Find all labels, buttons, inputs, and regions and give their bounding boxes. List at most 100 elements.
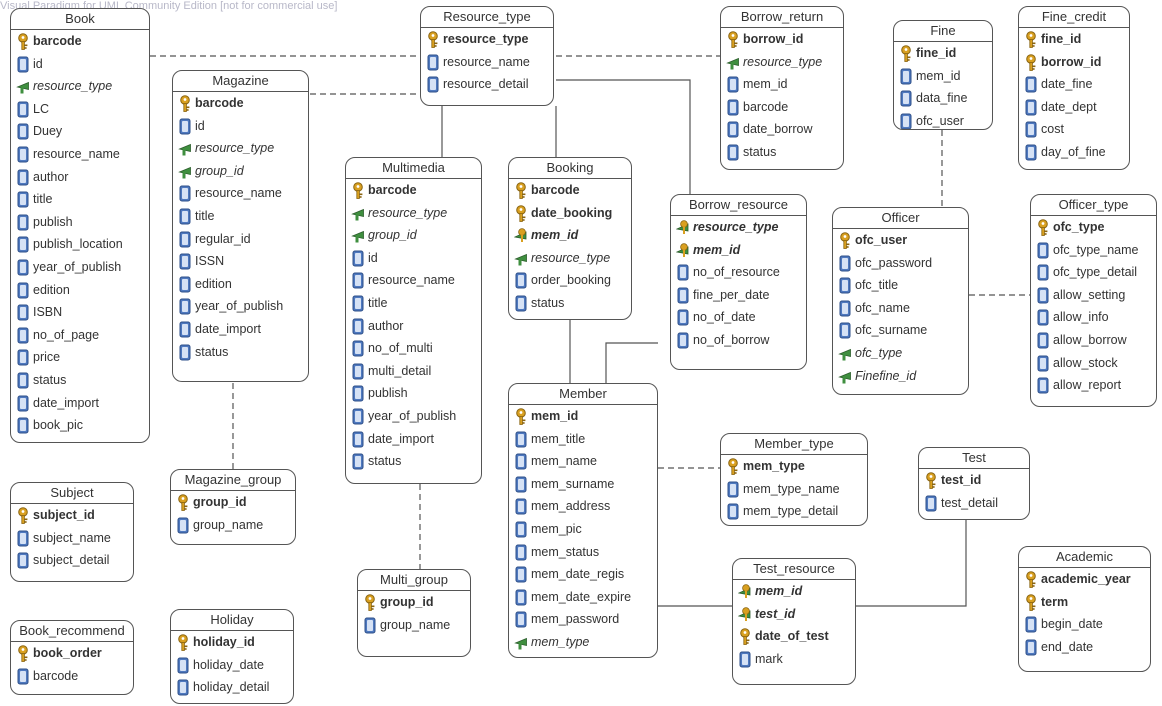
entity-attribute[interactable]: publish: [346, 382, 481, 405]
entity-attribute[interactable]: allow_stock: [1031, 352, 1156, 375]
entity-attribute[interactable]: book_order: [11, 642, 133, 665]
entity-attribute[interactable]: barcode: [11, 665, 133, 688]
entity-attribute[interactable]: ofc_password: [833, 252, 968, 275]
entity-attribute[interactable]: book_pic: [11, 414, 149, 437]
entity-attribute[interactable]: subject_name: [11, 527, 133, 550]
entity-attribute[interactable]: no_of_multi: [346, 337, 481, 360]
entity-attribute[interactable]: resource_name: [346, 269, 481, 292]
entity-attribute[interactable]: year_of_publish: [346, 405, 481, 428]
entity-attribute[interactable]: regular_id: [173, 228, 308, 251]
entity-attribute[interactable]: ofc_type_name: [1031, 239, 1156, 262]
entity-attribute[interactable]: title: [11, 188, 149, 211]
entity-attribute[interactable]: allow_borrow: [1031, 329, 1156, 352]
entity-attribute[interactable]: data_fine: [894, 87, 992, 110]
entity-attribute[interactable]: publish: [11, 211, 149, 234]
entity-attribute[interactable]: holiday_detail: [171, 676, 293, 699]
entity-attribute[interactable]: group_id: [358, 591, 470, 614]
entity-attribute[interactable]: ofc_type: [833, 342, 968, 365]
entity-attribute[interactable]: title: [173, 205, 308, 228]
entity-attribute[interactable]: barcode: [721, 96, 843, 119]
entity-attribute[interactable]: borrow_id: [721, 28, 843, 51]
entity-attribute[interactable]: mem_type_detail: [721, 500, 867, 523]
entity-attribute[interactable]: resource_name: [173, 182, 308, 205]
entity-attribute[interactable]: mem_title: [509, 428, 657, 451]
entity-attribute[interactable]: mem_id: [733, 580, 855, 603]
entity-attribute[interactable]: subject_id: [11, 504, 133, 527]
entity-attribute[interactable]: group_id: [173, 160, 308, 183]
entity-attribute[interactable]: mem_surname: [509, 473, 657, 496]
entity-attribute[interactable]: group_name: [358, 614, 470, 637]
entity-attribute[interactable]: allow_info: [1031, 306, 1156, 329]
entity-attribute[interactable]: cost: [1019, 118, 1129, 141]
entity-attribute[interactable]: mem_id: [509, 405, 657, 428]
entity-attribute[interactable]: subject_detail: [11, 549, 133, 572]
entity-attribute[interactable]: title: [346, 292, 481, 315]
entity-attribute[interactable]: edition: [11, 279, 149, 302]
entity-attribute[interactable]: LC: [11, 98, 149, 121]
entity-attribute[interactable]: resource_type: [173, 137, 308, 160]
entity-attribute[interactable]: id: [11, 53, 149, 76]
entity-attribute[interactable]: id: [346, 247, 481, 270]
entity-attribute[interactable]: date_of_test: [733, 625, 855, 648]
entity-attribute[interactable]: ofc_user: [833, 229, 968, 252]
entity-attribute[interactable]: resource_type: [421, 28, 553, 51]
entity-attribute[interactable]: test_detail: [919, 492, 1029, 515]
entity-attribute[interactable]: test_id: [733, 603, 855, 626]
entity-attribute[interactable]: ofc_name: [833, 297, 968, 320]
entity-attribute[interactable]: date_import: [11, 392, 149, 415]
entity-attribute[interactable]: mem_type_name: [721, 478, 867, 501]
entity-attribute[interactable]: academic_year: [1019, 568, 1150, 591]
entity-attribute[interactable]: allow_setting: [1031, 284, 1156, 307]
entity-attribute[interactable]: barcode: [11, 30, 149, 53]
entity-attribute[interactable]: barcode: [173, 92, 308, 115]
entity-attribute[interactable]: status: [346, 450, 481, 473]
entity-attribute[interactable]: date_dept: [1019, 96, 1129, 119]
entity-attribute[interactable]: no_of_page: [11, 324, 149, 347]
entity-attribute[interactable]: author: [11, 166, 149, 189]
entity-attribute[interactable]: holiday_id: [171, 631, 293, 654]
entity-attribute[interactable]: order_booking: [509, 269, 631, 292]
entity-attribute[interactable]: resource_type: [721, 51, 843, 74]
entity-attribute[interactable]: resource_type: [346, 202, 481, 225]
entity-attribute[interactable]: mem_type: [509, 631, 657, 654]
entity-attribute[interactable]: begin_date: [1019, 613, 1150, 636]
entity-attribute[interactable]: barcode: [509, 179, 631, 202]
entity-attribute[interactable]: mem_id: [894, 65, 992, 88]
entity-attribute[interactable]: ofc_surname: [833, 319, 968, 342]
entity-attribute[interactable]: date_import: [346, 428, 481, 451]
entity-attribute[interactable]: ofc_title: [833, 274, 968, 297]
entity-attribute[interactable]: ISBN: [11, 301, 149, 324]
entity-attribute[interactable]: barcode: [346, 179, 481, 202]
entity-attribute[interactable]: mark: [733, 648, 855, 671]
entity-attribute[interactable]: Duey: [11, 120, 149, 143]
entity-attribute[interactable]: mem_date_expire: [509, 586, 657, 609]
entity-attribute[interactable]: mem_id: [671, 239, 806, 262]
entity-attribute[interactable]: day_of_fine: [1019, 141, 1129, 164]
entity-attribute[interactable]: group_id: [171, 491, 295, 514]
entity-attribute[interactable]: fine_id: [1019, 28, 1129, 51]
entity-attribute[interactable]: test_id: [919, 469, 1029, 492]
entity-attribute[interactable]: mem_type: [721, 455, 867, 478]
entity-attribute[interactable]: date_borrow: [721, 118, 843, 141]
entity-attribute[interactable]: mem_address: [509, 495, 657, 518]
entity-attribute[interactable]: mem_name: [509, 450, 657, 473]
entity-attribute[interactable]: year_of_publish: [173, 295, 308, 318]
entity-attribute[interactable]: no_of_date: [671, 306, 806, 329]
entity-attribute[interactable]: fine_per_date: [671, 284, 806, 307]
entity-attribute[interactable]: status: [173, 341, 308, 364]
